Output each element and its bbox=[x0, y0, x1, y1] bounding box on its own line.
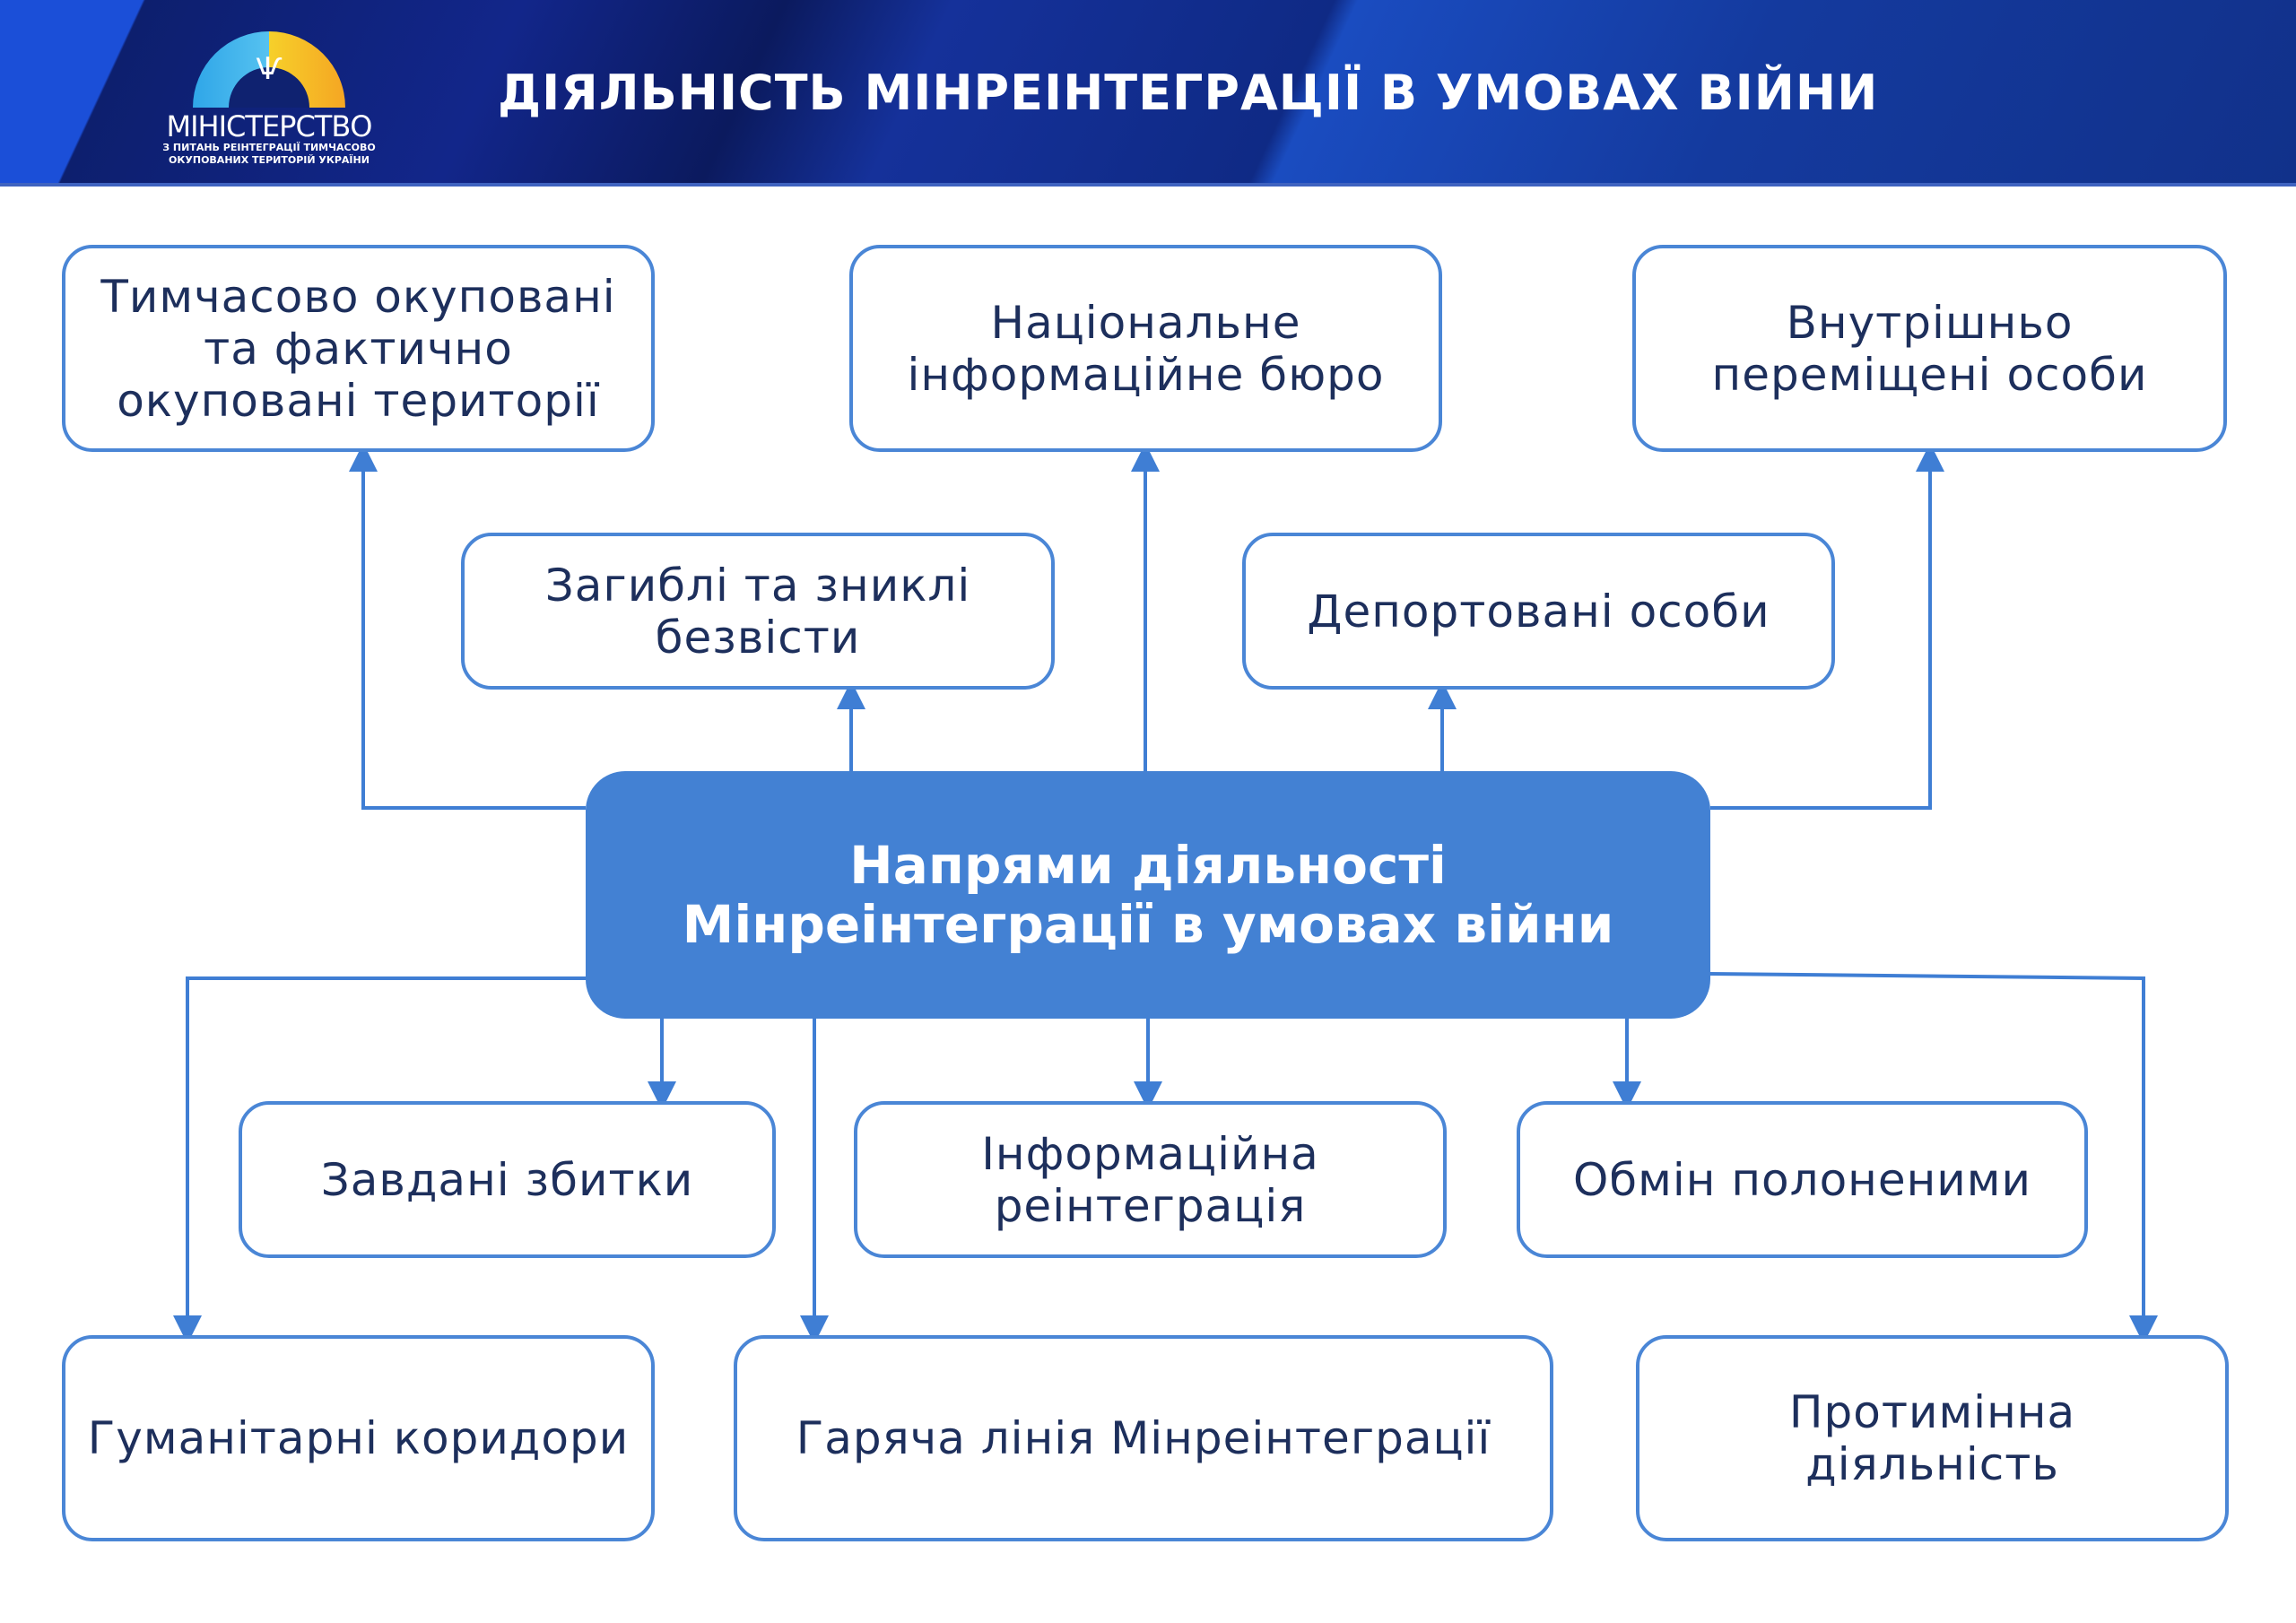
connector-idp bbox=[1710, 443, 1944, 810]
node-humanitarian-corridors: Гуманітарні коридори bbox=[62, 1335, 655, 1541]
node-deported: Депортовані особи bbox=[1242, 533, 1835, 690]
logo-sub-text: З ПИТАНЬ РЕІНТЕГРАЦІЇ ТИМЧАСОВО bbox=[162, 142, 376, 153]
ministry-logo: Ѱ МІНІСТЕРСТВО З ПИТАНЬ РЕІНТЕГРАЦІЇ ТИМ… bbox=[148, 31, 390, 175]
node-info-reintegration: Інформаційна реінтеграція bbox=[854, 1101, 1447, 1258]
central-title-line1: Напрями діяльності bbox=[849, 835, 1447, 896]
node-missing: Загиблі та зниклі безвісти bbox=[461, 533, 1055, 690]
connector-corridors bbox=[173, 976, 586, 1344]
page-title: ДІЯЛЬНІСТЬ МІНРЕІНТЕГРАЦІЇ В УМОВАХ ВІЙН… bbox=[498, 65, 1879, 121]
node-information-bureau: Національне інформаційне бюро bbox=[849, 245, 1442, 452]
node-prisoner-exchange: Обмін полоненими bbox=[1517, 1101, 2088, 1258]
node-demining: Протимінна діяльність bbox=[1636, 1335, 2229, 1541]
trident-icon: Ѱ bbox=[256, 51, 283, 87]
node-hotline: Гаряча лінія Мінреінтеграції bbox=[734, 1335, 1553, 1541]
connector-demining bbox=[1709, 972, 2158, 1344]
logo-main-text: МІНІСТЕРСТВО bbox=[166, 109, 373, 143]
node-idp: Внутрішньо переміщені особи bbox=[1632, 245, 2227, 452]
node-damage: Завдані збитки bbox=[239, 1101, 776, 1258]
logo-sub-text: ОКУПОВАНИХ ТЕРИТОРІЙ УКРАЇНИ bbox=[169, 154, 370, 166]
node-occupied-territories: Тимчасово окуповані та фактично окупован… bbox=[62, 245, 655, 452]
connector-occupied bbox=[349, 443, 586, 810]
header-banner: Ѱ МІНІСТЕРСТВО З ПИТАНЬ РЕІНТЕГРАЦІЇ ТИМ… bbox=[0, 0, 2296, 187]
central-title-line2: Мінреінтеграції в умовах війни bbox=[682, 894, 1614, 955]
